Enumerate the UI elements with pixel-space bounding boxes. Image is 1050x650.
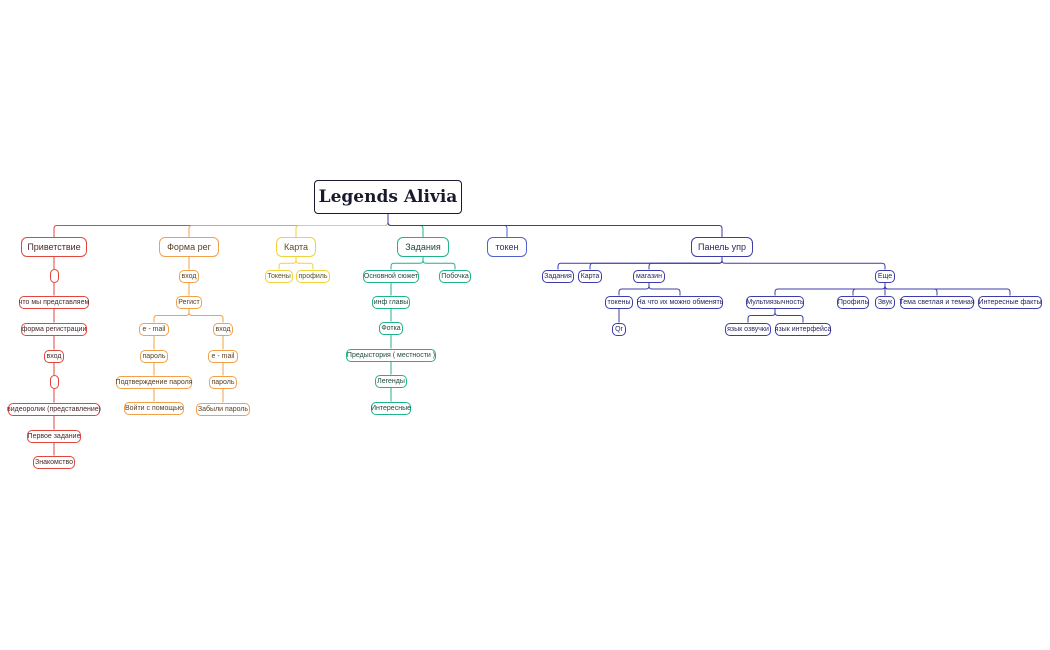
link-pa-nachto — [648, 282, 681, 296]
mind-map-node-pa-multi[interactable]: Мультиязычность — [746, 295, 804, 309]
mind-map-node-pr-chto[interactable]: что мы представляем — [19, 295, 89, 309]
mind-map-node-fo-parol1[interactable]: пароль — [140, 349, 168, 363]
mind-map-node-fo-vhod[interactable]: вход — [179, 269, 199, 283]
link-ka-profil — [295, 257, 314, 270]
mind-map-node-pa-yazint[interactable]: язык интерфейса — [775, 322, 831, 336]
link-pa-fakty — [884, 282, 1011, 296]
link-fo-vhod2 — [188, 308, 224, 323]
mind-map-root[interactable]: Legends Alivia — [314, 180, 462, 214]
mind-map-node-za-inter[interactable]: Интересные — [371, 401, 411, 415]
mind-map-node-pr-vhod[interactable]: вход — [44, 349, 64, 363]
mind-map-node-pa-tokeny[interactable]: токены — [605, 295, 633, 309]
mind-map-node-pa-qr[interactable]: Qr — [612, 322, 626, 336]
mind-map-node-pr-pervoe[interactable]: Первое задание — [27, 429, 81, 443]
mind-map-node-pr-znak[interactable]: Знакомство — [33, 455, 75, 469]
link-pa-yazint — [774, 308, 804, 323]
mind-map-node-za-foto[interactable]: Фотка — [379, 321, 403, 335]
mind-map-node-fo-email1[interactable]: e - mail — [139, 322, 169, 336]
link-pa-profil — [852, 282, 886, 296]
mind-map-node-panel[interactable]: Панель упр — [691, 237, 753, 257]
mind-map-node-pr-empty2[interactable] — [49, 375, 59, 389]
mind-map-node-fo-regist[interactable]: Регист — [176, 295, 202, 309]
mind-map-node-pa-fakty[interactable]: Интересные факты — [978, 295, 1042, 309]
link-karta — [295, 214, 389, 237]
mind-map-node-ka-tokeny[interactable]: Токены — [265, 269, 293, 283]
mind-map-node-pa-nachto[interactable]: На что их можно обменять — [637, 295, 723, 309]
mind-map-node-ka-profil[interactable]: профиль — [296, 269, 330, 283]
mind-map-node-karta[interactable]: Карта — [276, 237, 316, 257]
mind-map-node-za-pred[interactable]: Предыстория ( местности ) — [346, 348, 436, 362]
mind-map-node-zadaniya[interactable]: Задания — [397, 237, 449, 257]
mind-map-node-fo-email2[interactable]: e - mail — [208, 349, 238, 363]
link-pa-esche — [721, 257, 886, 270]
mind-map-node-fo-vhod2[interactable]: вход — [213, 322, 233, 336]
mind-map-node-pa-esche[interactable]: Еще — [875, 269, 895, 283]
mind-map-node-pa-zvuk[interactable]: Звук — [875, 295, 895, 309]
link-fo-email1 — [153, 308, 190, 323]
mind-map-node-fo-zabyli[interactable]: Забыли пароль — [196, 402, 250, 416]
link-za-osn — [390, 257, 424, 270]
mind-map-node-fo-voiti[interactable]: Войти с помощью — [124, 401, 184, 415]
link-panel — [387, 214, 723, 237]
link-ka-tokeny — [278, 257, 297, 270]
mind-map-node-forma[interactable]: Форма рег — [159, 237, 219, 257]
link-pa-magazin — [648, 257, 723, 270]
mind-map-node-privetstvie[interactable]: Приветствие — [21, 237, 87, 257]
mind-map-node-fo-parol2[interactable]: пароль — [209, 375, 237, 389]
mind-map-node-pa-profil[interactable]: Профиль — [837, 295, 869, 309]
mind-map-node-za-inf[interactable]: инф главы — [372, 295, 410, 309]
mind-map-node-pa-zad[interactable]: Задания — [542, 269, 574, 283]
mind-map-node-pa-karta[interactable]: Карта — [578, 269, 602, 283]
mind-map-node-za-leg[interactable]: Легенды — [375, 374, 407, 388]
mind-map-node-pa-yazoz[interactable]: язык озвучки — [725, 322, 771, 336]
mind-map-node-token[interactable]: токен — [487, 237, 527, 257]
mind-map-node-pa-magazin[interactable]: магазин — [633, 269, 665, 283]
link-pa-yazoz — [747, 308, 776, 323]
mind-map-node-pr-forma[interactable]: форма регистрации — [21, 322, 87, 336]
mind-map-node-pr-video[interactable]: видеоролик (представление) — [7, 402, 101, 416]
mind-map-node-pr-empty1[interactable] — [49, 269, 59, 283]
link-za-pob — [422, 257, 456, 270]
mind-map-node-za-pob[interactable]: Побочка — [439, 269, 471, 283]
mind-map-node-za-osn[interactable]: Основной сюжет — [363, 269, 419, 283]
mind-map-node-fo-podtv[interactable]: Подтверждение пароля — [116, 375, 192, 389]
mind-map-node-pa-tema[interactable]: Тема светлая и темная — [899, 295, 975, 309]
link-pa-tokeny — [618, 282, 650, 296]
